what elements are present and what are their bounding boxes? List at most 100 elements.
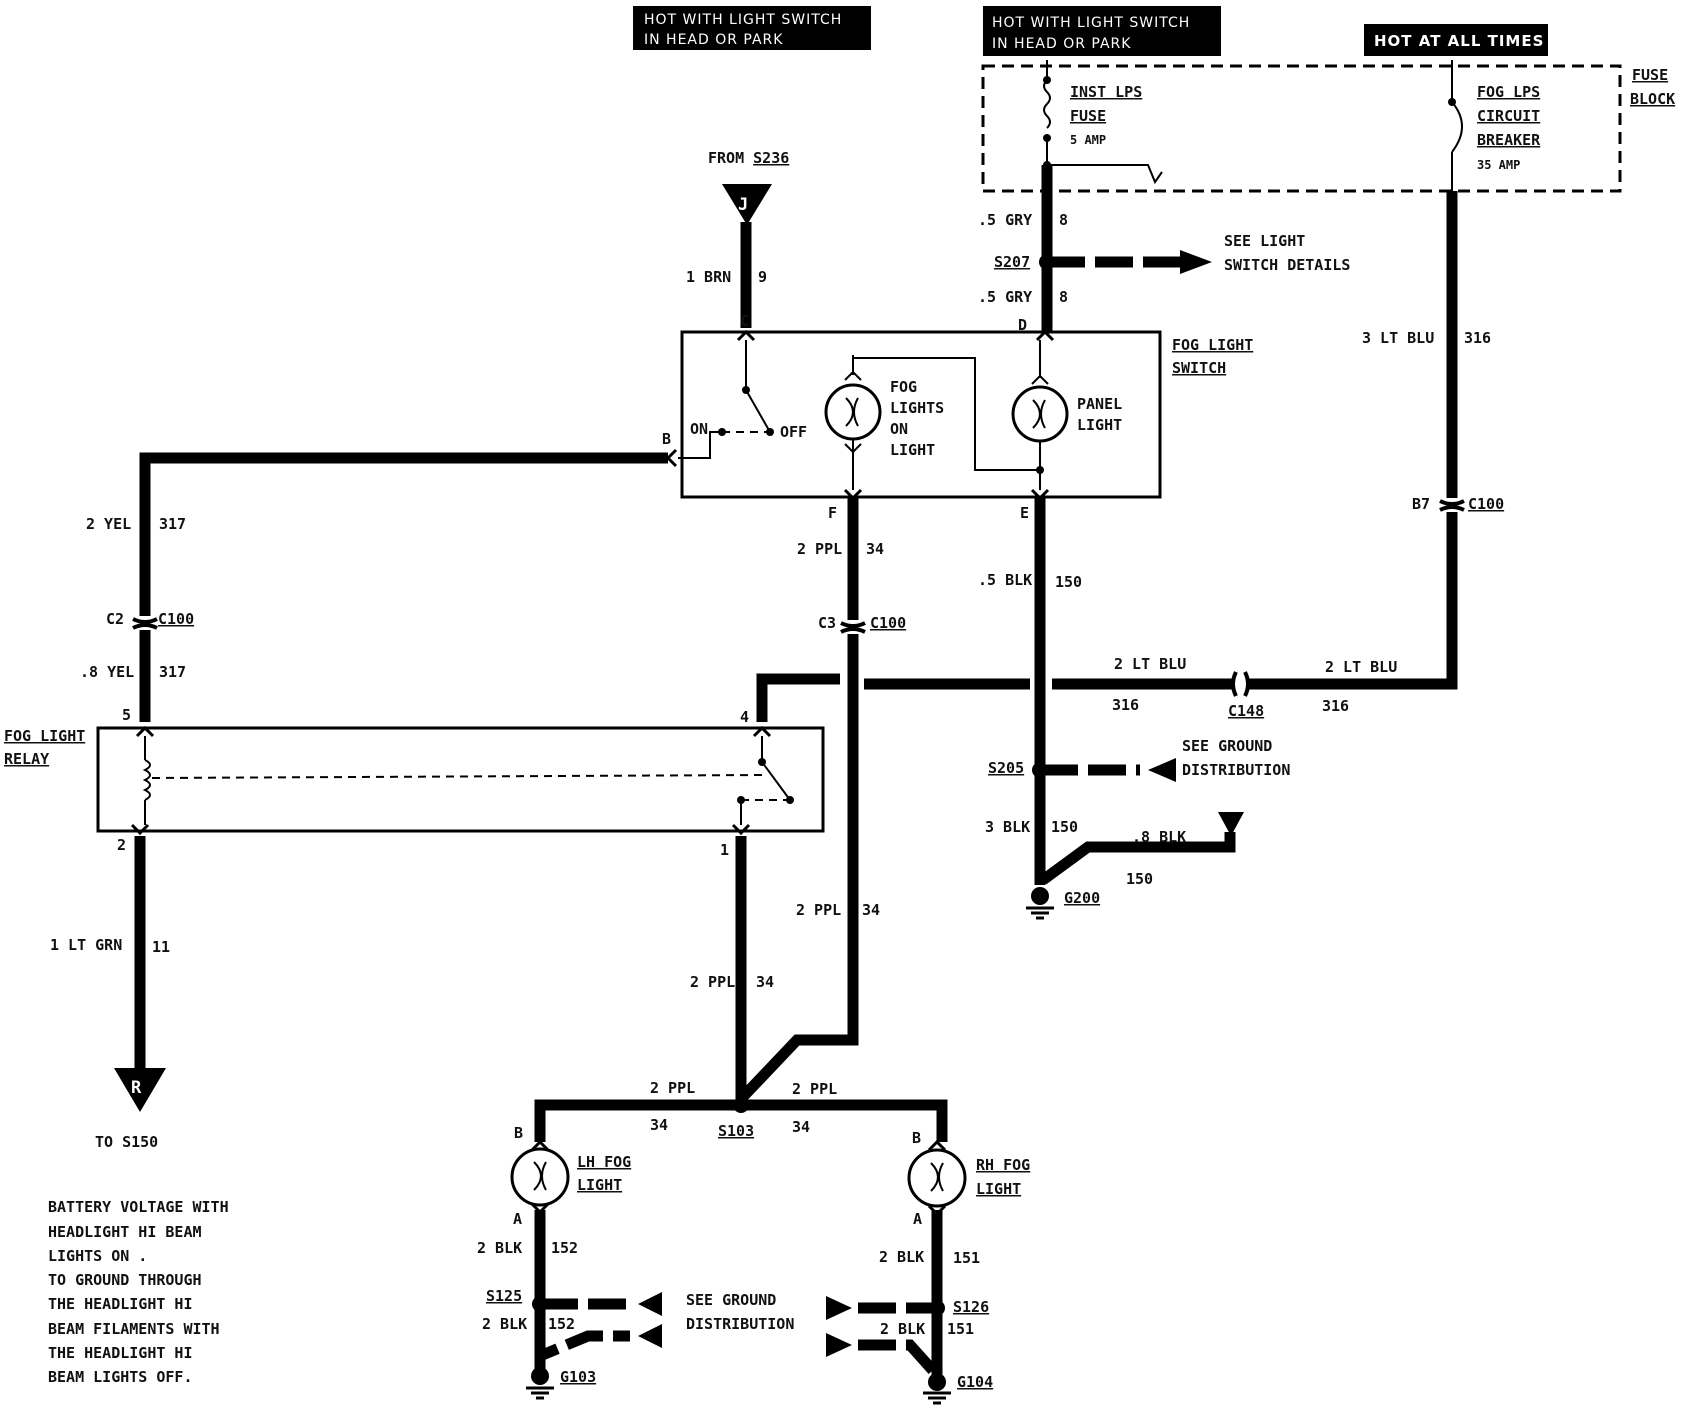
wire-number: 34 bbox=[756, 973, 774, 991]
wire-label: 3 LT BLU bbox=[1362, 329, 1434, 347]
wire-ltblu-to-relay bbox=[756, 673, 840, 722]
switch-off-label: OFF bbox=[780, 423, 807, 441]
fog-breaker-label: CIRCUIT bbox=[1477, 107, 1540, 125]
note-line: HEADLIGHT HI BEAM bbox=[48, 1223, 202, 1241]
wire-label: .5 GRY bbox=[978, 288, 1032, 306]
wire-number: 150 bbox=[1055, 573, 1082, 591]
pin-b-label: B bbox=[662, 430, 671, 448]
wire-label: 2 BLK bbox=[477, 1239, 522, 1257]
panel-label: LIGHT bbox=[1077, 416, 1122, 434]
note-line: THE HEADLIGHT HI bbox=[48, 1344, 193, 1362]
pin-b-marker bbox=[665, 448, 678, 468]
arrow-right-icon bbox=[826, 1333, 852, 1357]
lh-fog-label: LIGHT bbox=[577, 1176, 622, 1194]
wire-label: 2 PPL bbox=[796, 901, 841, 919]
connector-j-icon bbox=[722, 184, 772, 225]
wire-label: 2 BLK bbox=[880, 1320, 925, 1338]
relay-label: RELAY bbox=[4, 750, 49, 768]
header-hot-head-park-1: HOT WITH LIGHT SWITCH IN HEAD OR PARK bbox=[633, 6, 871, 50]
lamp-filament bbox=[845, 397, 859, 427]
pin-e-label: E bbox=[1020, 504, 1029, 522]
connector-r-icon bbox=[114, 1068, 166, 1112]
splice-label: S126 bbox=[953, 1298, 989, 1316]
pin-e-marker bbox=[1030, 488, 1050, 501]
connector-pin-label: B7 bbox=[1412, 495, 1430, 513]
wire-ground-dist-rh2 bbox=[858, 1339, 942, 1379]
relay-label: FOG LIGHT bbox=[4, 727, 85, 745]
lh-fog-label: LH FOG bbox=[577, 1153, 631, 1171]
connector-j-letter: J bbox=[738, 195, 748, 215]
arrow-left-icon bbox=[1148, 758, 1176, 782]
connector-c148-icon bbox=[1231, 671, 1250, 697]
wire-number: 34 bbox=[650, 1116, 668, 1134]
header-text: IN HEAD OR PARK bbox=[992, 36, 1131, 52]
header-text: HOT WITH LIGHT SWITCH bbox=[644, 12, 842, 28]
lamp-arrow bbox=[1031, 374, 1049, 385]
relay-coil-link bbox=[151, 774, 763, 779]
pin-c-marker bbox=[736, 329, 756, 342]
wire-number: 8 bbox=[1059, 211, 1068, 229]
wire-number: 150 bbox=[1051, 818, 1078, 836]
fog-switch-label: FOG LIGHT bbox=[1172, 336, 1253, 354]
splice-label: S125 bbox=[486, 1287, 522, 1305]
relay-contact-blade bbox=[761, 761, 791, 801]
see-ground-note: SEE GROUND bbox=[1182, 737, 1272, 755]
see-light-switch-note: SWITCH DETAILS bbox=[1224, 256, 1350, 274]
wire-label: 1 BRN bbox=[686, 268, 731, 286]
ground-g104-icon bbox=[923, 1373, 951, 1405]
fuse-internal-tap bbox=[1047, 164, 1163, 185]
wire-number: 316 bbox=[1464, 329, 1491, 347]
panel-label: PANEL bbox=[1077, 395, 1122, 413]
wire-label: 2 BLK bbox=[482, 1315, 527, 1333]
pin-f-marker bbox=[843, 488, 863, 501]
ground-g200-icon bbox=[1026, 887, 1054, 920]
inst-fuse-label: INST LPS bbox=[1070, 83, 1142, 101]
inst-fuse-label: FUSE bbox=[1070, 107, 1106, 125]
rh-fog-label: RH FOG bbox=[976, 1156, 1030, 1174]
connector-c2-icon bbox=[132, 617, 158, 630]
wire-number: 152 bbox=[548, 1315, 575, 1333]
header-text: IN HEAD OR PARK bbox=[644, 32, 783, 48]
wire-number: 151 bbox=[953, 1249, 980, 1267]
connector-ref-label: C148 bbox=[1228, 702, 1264, 720]
from-s236-label: FROM S236 bbox=[708, 149, 789, 167]
relay-pin-label: 1 bbox=[720, 841, 729, 859]
ground-g103-icon bbox=[526, 1367, 554, 1400]
wire-number: 317 bbox=[159, 663, 186, 681]
wire-label: 2 PPL bbox=[690, 973, 735, 991]
note-line: BATTERY VOLTAGE WITH bbox=[48, 1198, 229, 1216]
connector-r-letter: R bbox=[131, 1078, 142, 1098]
lamp-arrow bbox=[844, 443, 862, 454]
wire-label: .5 BLK bbox=[978, 571, 1032, 589]
note-line: LIGHTS ON . bbox=[48, 1247, 147, 1265]
battery-voltage-note: BATTERY VOLTAGE WITH HEADLIGHT HI BEAM L… bbox=[48, 1198, 229, 1386]
wire-number: 34 bbox=[792, 1118, 810, 1136]
lamp-filament bbox=[1032, 399, 1046, 429]
see-ground-note: DISTRIBUTION bbox=[686, 1315, 794, 1333]
indicator-label: LIGHT bbox=[890, 441, 935, 459]
splice-s205-dot bbox=[1032, 762, 1048, 778]
wire-label: 2 YEL bbox=[86, 515, 131, 533]
rh-fog-lamp-icon bbox=[907, 1139, 967, 1217]
fog-switch-box bbox=[680, 330, 1162, 499]
connector-b7-icon bbox=[1439, 499, 1465, 512]
note-line: THE HEADLIGHT HI bbox=[48, 1295, 193, 1313]
inline-connectors bbox=[132, 499, 1465, 697]
relay-pin-label: 4 bbox=[740, 708, 749, 726]
header-text: HOT WITH LIGHT SWITCH bbox=[992, 15, 1190, 31]
wire-number: 152 bbox=[551, 1239, 578, 1257]
pin-5-marker bbox=[135, 725, 155, 738]
splice-s103-dot bbox=[733, 1097, 749, 1113]
wire-number: 9 bbox=[758, 268, 767, 286]
switch-blade bbox=[745, 389, 771, 433]
wire-ppl-rh bbox=[741, 1099, 948, 1142]
wire-blk-150-branch bbox=[1039, 832, 1236, 885]
wire-ppl-lh bbox=[534, 1099, 741, 1142]
wire-number: 151 bbox=[947, 1320, 974, 1338]
wire-number: 11 bbox=[152, 938, 170, 956]
connector-c3-icon bbox=[840, 621, 866, 634]
see-ground-note: DISTRIBUTION bbox=[1182, 761, 1290, 779]
lh-fog-lamp-icon bbox=[510, 1139, 570, 1215]
wire-label: 3 BLK bbox=[985, 818, 1030, 836]
